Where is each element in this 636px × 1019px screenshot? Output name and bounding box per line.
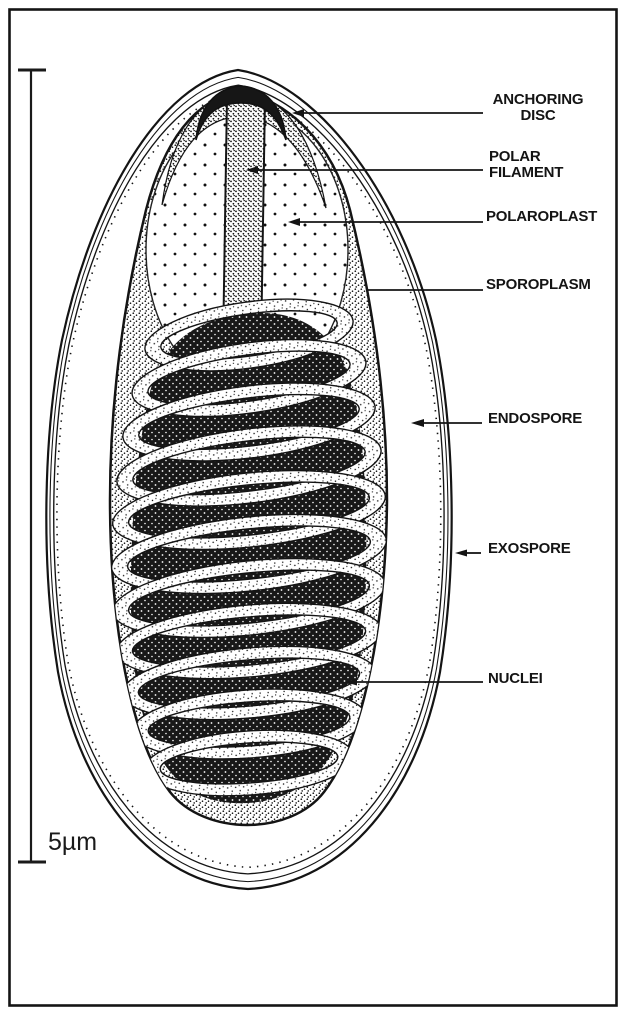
leader-lines (246, 109, 483, 686)
anchoring-disc-leader (292, 109, 483, 117)
label-exospore: EXOSPORE (488, 540, 571, 557)
polaroplast-leader (288, 218, 483, 226)
label-polar-filament-line1: POLAR (489, 148, 541, 165)
polar-filament-coil (116, 425, 382, 507)
nuclei-leader (345, 678, 483, 686)
label-polar-filament-line2: FILAMENT (489, 164, 564, 181)
label-anchoring-disc-line1: ANCHORING (492, 91, 584, 108)
anchoring-disc-cap (195, 85, 287, 141)
endospore-leader (411, 419, 482, 427)
label-polar-filament: POLAR FILAMENT (489, 149, 563, 181)
scale-bar (18, 68, 46, 864)
label-anchoring-disc-line2: DISC (520, 107, 556, 124)
label-sporoplasm: SPOROPLASM (486, 276, 591, 293)
label-anchoring-disc: ANCHORING DISC (486, 92, 590, 124)
label-polaroplast: POLAROPLAST (486, 208, 598, 225)
label-endospore: ENDOSPORE (488, 410, 583, 427)
polar-filament-leader (246, 166, 483, 174)
exospore-leader (455, 549, 481, 557)
polar-filament-coils (111, 298, 387, 797)
label-nuclei: NUCLEI (488, 670, 543, 687)
exospore-wall (45, 68, 453, 891)
scale-bar-label: 5µm (48, 828, 98, 856)
figure-border (8, 8, 618, 1007)
